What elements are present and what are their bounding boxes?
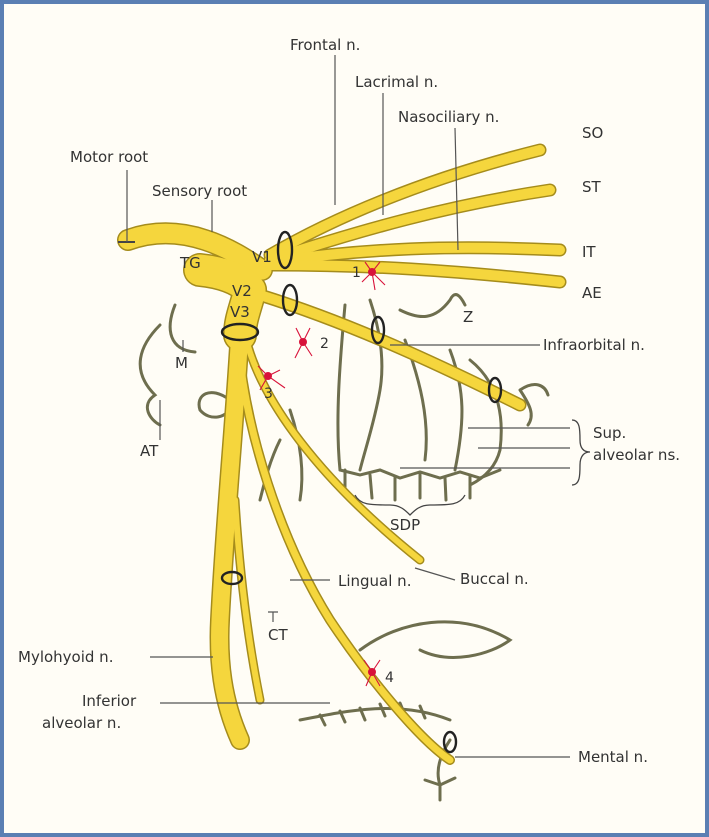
label-sensory-root: Sensory root (152, 182, 247, 200)
label-lacrimal: Lacrimal n. (355, 73, 438, 91)
label-buccal: Buccal n. (460, 570, 529, 588)
label-ganglion-2: 2 (320, 336, 329, 352)
label-mental: Mental n. (578, 748, 648, 766)
gray-branches (140, 295, 548, 800)
label-sdp: SDP (390, 516, 420, 534)
label-frontal: Frontal n. (290, 36, 360, 54)
label-infraorbital: Infraorbital n. (543, 336, 645, 354)
label-lingual: Lingual n. (338, 572, 411, 590)
z-branch (400, 295, 465, 317)
at-branch (140, 325, 160, 425)
label-ganglion-1: 1 (352, 265, 361, 281)
label-motor-root: Motor root (70, 148, 148, 166)
nerve-rings (222, 232, 501, 752)
label-v2: V2 (232, 282, 252, 300)
label-m: M (175, 354, 188, 372)
label-ganglion-3: 3 (264, 386, 273, 402)
label-ae: AE (582, 284, 602, 302)
pterygopalatine-ganglion (295, 328, 312, 358)
label-v3: V3 (230, 303, 250, 321)
lingual-tongue-loop (360, 622, 510, 658)
sup-alveolar-middle (360, 300, 382, 470)
ae-nerve (270, 265, 560, 282)
label-inferior-line1: Inferior (82, 692, 137, 710)
label-ct: CT (268, 626, 288, 644)
label-inferior-line2: alveolar n. (42, 714, 121, 732)
label-st: ST (582, 178, 602, 196)
label-nasociliary: Nasociliary n. (398, 108, 499, 126)
label-so: SO (582, 124, 603, 142)
label-sup-line2: alveolar ns. (593, 446, 680, 464)
label-it: IT (582, 243, 596, 261)
label-z: Z (463, 308, 473, 326)
label-v1: V1 (252, 248, 272, 266)
label-at: AT (140, 442, 159, 460)
label-tg: TG (179, 254, 201, 272)
labels: Frontal n. Lacrimal n. Nasociliary n. SO… (18, 36, 680, 766)
label-sup-line1: Sup. (593, 424, 626, 442)
label-mylohyoid: Mylohyoid n. (18, 648, 113, 666)
label-ganglion-4: 4 (385, 670, 394, 686)
